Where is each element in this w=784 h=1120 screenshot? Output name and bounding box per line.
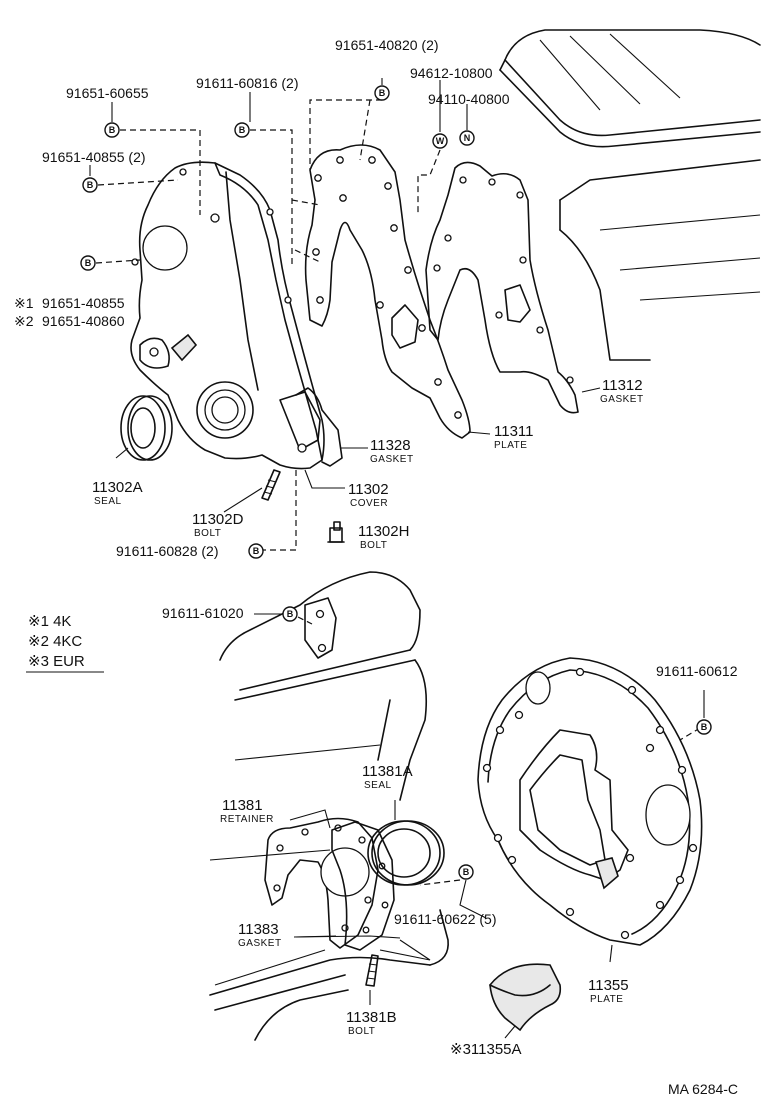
badge-b-91611-60612: B — [696, 719, 712, 735]
timing-cover-11302 — [130, 161, 325, 470]
label-11311: 11311 — [494, 423, 534, 440]
engine-block-lower — [209, 571, 449, 1041]
label-11328: 11328 — [370, 437, 411, 454]
label-11302D: 11302D — [192, 511, 244, 528]
svg-text:B: B — [379, 88, 386, 98]
dashed-leaders-top — [95, 99, 441, 551]
bolt-11302H — [327, 521, 345, 543]
label-91651-60655: 91651-60655 — [66, 85, 149, 101]
label-11302-name: COVER — [350, 498, 388, 509]
label-11383-name: GASKET — [238, 938, 282, 949]
legend-item-4k: ※1 4K — [28, 613, 71, 630]
label-11312-name: GASKET — [600, 394, 644, 405]
badge-w-94612-10800: W — [432, 133, 448, 149]
label-11355-name: PLATE — [590, 994, 623, 1005]
gasket-11328 — [295, 387, 343, 467]
plate-11355 — [477, 657, 703, 946]
svg-text:B: B — [87, 180, 94, 190]
badge-b-91651-40855: B — [82, 177, 98, 193]
badge-b-91651-60655: B — [104, 122, 120, 138]
svg-text:B: B — [85, 258, 92, 268]
gasket-11312 — [425, 161, 579, 414]
note1-mark: ※1 — [14, 295, 34, 311]
seal-11302A — [120, 395, 173, 461]
label-11312: 11312 — [602, 377, 643, 394]
label-11302A-name: SEAL — [94, 496, 122, 507]
label-11302H: 11302H — [358, 523, 409, 540]
label-91611-61020: 91611-61020 — [162, 605, 244, 621]
svg-text:B: B — [463, 867, 470, 877]
engine-block-top — [499, 29, 761, 361]
bolt-11302D — [261, 469, 281, 501]
badge-b-91611-60622: B — [458, 864, 474, 880]
label-94110-40800: 94110-40800 — [428, 91, 510, 107]
label-11328-name: GASKET — [370, 454, 414, 465]
svg-text:B: B — [701, 722, 708, 732]
label-11381: 11381 — [222, 797, 263, 814]
svg-text:B: B — [253, 546, 260, 556]
badge-n-94110-40800: N — [459, 130, 475, 146]
label-11302D-name: BOLT — [194, 528, 221, 539]
svg-text:W: W — [436, 136, 445, 146]
label-11383: 11383 — [238, 921, 279, 938]
leader-lines-lower — [254, 613, 705, 1039]
label-11302H-name: BOLT — [360, 540, 387, 551]
note2-mark: ※2 — [14, 313, 34, 329]
label-11381A-name: SEAL — [364, 780, 392, 791]
legend: ※1 4K ※2 4KC ※3 EUR — [26, 613, 104, 673]
label-11381-name: RETAINER — [220, 814, 274, 825]
label-11381B-name: BOLT — [348, 1026, 375, 1037]
gasket-11383 — [331, 821, 395, 951]
bracket-91611-61020 — [304, 597, 337, 659]
bolt-11381B — [365, 954, 379, 987]
legend-item-eur: ※3 EUR — [28, 653, 85, 670]
label-11302: 11302 — [348, 481, 389, 498]
label-11381A: 11381A — [362, 763, 413, 780]
retainer-11381 — [264, 817, 379, 949]
wedge-11355A — [489, 963, 562, 1032]
label-11311-name: PLATE — [494, 440, 527, 451]
seal-11381A — [367, 820, 445, 886]
svg-text:B: B — [239, 125, 246, 135]
plate-11311 — [304, 144, 471, 439]
note2-part: 91651-40860 — [42, 313, 125, 329]
note1-part: 91651-40855 — [42, 295, 125, 311]
badge-b-note: B — [80, 255, 96, 271]
svg-text:B: B — [287, 609, 294, 619]
badge-b-91611-60828: B — [248, 543, 264, 559]
diagram-code: MA 6284-C — [668, 1081, 738, 1097]
label-91611-60816: 91611-60816 (2) — [196, 75, 298, 91]
label-91611-60612: 91611-60612 — [656, 663, 738, 679]
label-11355A: ※311355A — [450, 1041, 522, 1058]
svg-text:N: N — [464, 133, 471, 143]
badge-b-91611-60816: B — [234, 122, 250, 138]
dashed-leaders-lower — [297, 616, 701, 886]
legend-item-4kc: ※2 4KC — [28, 633, 82, 650]
leader-lines-top — [89, 78, 601, 513]
label-11302A: 11302A — [92, 479, 143, 496]
badge-b-91651-40820: B — [374, 85, 390, 101]
label-91611-60622: 91611-60622 (5) — [394, 911, 496, 927]
badge-b-91611-61020: B — [282, 606, 298, 622]
label-94612-10800: 94612-10800 — [410, 65, 493, 81]
label-11381B: 11381B — [346, 1009, 397, 1026]
label-91611-60828: 91611-60828 (2) — [116, 543, 218, 559]
svg-text:B: B — [109, 125, 116, 135]
label-91651-40820: 91651-40820 (2) — [335, 37, 439, 53]
label-91651-40855-2: 91651-40855 (2) — [42, 149, 146, 165]
label-11355: 11355 — [588, 977, 629, 994]
